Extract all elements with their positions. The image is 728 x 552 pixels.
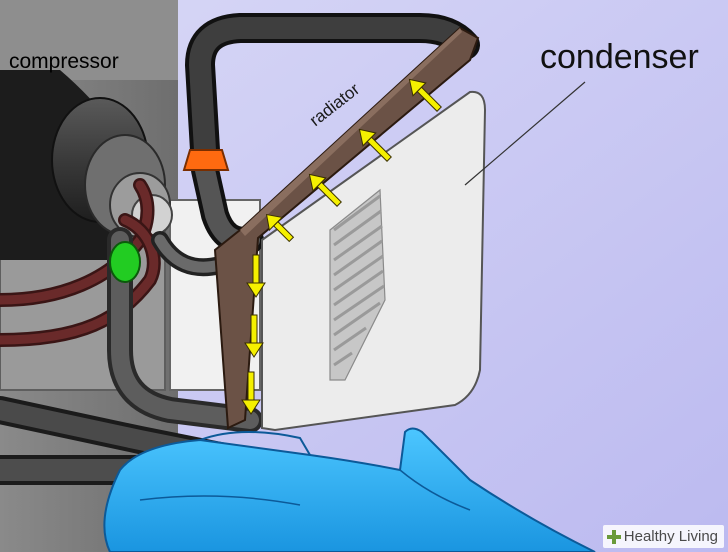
flow-arrow xyxy=(241,371,261,415)
compressor-label: compressor xyxy=(9,50,119,73)
condenser-leader-line xyxy=(464,81,586,186)
flow-arrow xyxy=(408,78,442,112)
flow-arrow xyxy=(246,254,266,298)
outlet-cap xyxy=(182,149,230,171)
radiator xyxy=(213,26,480,430)
flow-arrow xyxy=(244,314,264,358)
watermark: Healthy Living xyxy=(602,525,724,548)
watermark-text: Healthy Living xyxy=(623,528,718,545)
gloved-hand xyxy=(103,427,596,552)
condenser-label: condenser xyxy=(540,38,699,76)
flow-arrow xyxy=(308,173,342,207)
flow-arrows xyxy=(241,78,442,415)
condenser xyxy=(261,90,487,432)
flow-arrow xyxy=(358,128,392,162)
green-connector xyxy=(109,241,141,283)
plus-icon xyxy=(606,529,621,544)
flow-arrow xyxy=(265,213,295,243)
